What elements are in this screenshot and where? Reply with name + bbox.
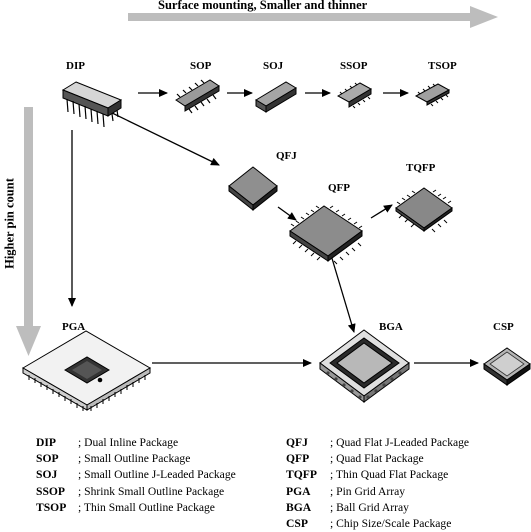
- label-bga: BGA: [379, 321, 403, 333]
- label-csp: CSP: [493, 321, 514, 333]
- vertical-axis-arrow: [16, 107, 41, 356]
- horizontal-axis-arrow: [128, 6, 498, 28]
- label-qfj: QFJ: [276, 150, 297, 162]
- legend-abbreviation: SOJ: [36, 468, 58, 482]
- legend-row: PGA ; Pin Grid Array: [286, 484, 526, 500]
- legend-definition: ; Chip Size/Scale Package: [330, 516, 452, 530]
- legend-row: QFJ ; Quad Flat J-Leaded Package: [286, 435, 526, 451]
- arrow-qfp-to-bga: [330, 254, 356, 333]
- legend-abbreviation: DIP: [36, 436, 56, 449]
- legend-row: SOJ ; Small Outline J-Leaded Package: [36, 467, 286, 483]
- legend-row: QFP ; Quad Flat Package: [286, 451, 526, 467]
- legend-definition: ; Small Outline Package: [78, 452, 191, 466]
- legend-definition: ; Pin Grid Array: [330, 484, 406, 498]
- legend-definition: ; Dual Inline Package: [78, 436, 179, 449]
- label-tsop: TSOP: [428, 60, 457, 72]
- label-sop: SOP: [190, 60, 212, 72]
- ssop-package-icon: [336, 82, 373, 109]
- legend-definition: ; Small Outline J-Leaded Package: [78, 468, 236, 482]
- label-tqfp: TQFP: [406, 162, 436, 174]
- legend-row: BGA ; Ball Grid Array: [286, 500, 526, 516]
- legend-abbreviation: BGA: [286, 500, 312, 514]
- legend-definition: ; Thin Quad Flat Package: [330, 468, 449, 482]
- csp-package-icon: [483, 347, 531, 386]
- label-ssop: SSOP: [340, 60, 368, 72]
- arrow-dip-to-qfj: [105, 109, 220, 166]
- sop-package-icon: [175, 79, 220, 114]
- bga-package-icon: [319, 329, 410, 403]
- legend-abbreviation: TSOP: [36, 500, 67, 514]
- legend-abbreviation: QFP: [286, 452, 310, 466]
- legend-row: SSOP ; Shrink Small Outline Package: [36, 484, 286, 500]
- legend-definition: ; Ball Grid Array: [330, 500, 409, 514]
- label-soj: SOJ: [263, 60, 284, 72]
- qfp-package-icon: [289, 205, 363, 265]
- legend-abbreviation: PGA: [286, 484, 311, 498]
- legend-definition: ; Thin Small Outline Package: [78, 500, 215, 514]
- horizontal-axis-label: Surface mounting, Smaller and thinner: [158, 0, 368, 12]
- dip-package-icon: [61, 81, 123, 128]
- tsop-package-icon: [414, 83, 451, 107]
- label-pga: PGA: [62, 321, 86, 333]
- arrow-qfj-to-qfp: [277, 206, 297, 221]
- legend-row: CSP ; Chip Size/Scale Package: [286, 516, 526, 532]
- label-qfp: QFP: [328, 182, 350, 194]
- legend-row: DIP ; Dual Inline Package: [36, 435, 286, 451]
- vertical-axis-label: Higher pin count: [2, 178, 17, 269]
- legend-abbreviation: QFJ: [286, 436, 308, 449]
- legend-abbreviation: SSOP: [36, 484, 65, 498]
- legend-row: SOP ; Small Outline Package: [36, 451, 286, 467]
- legend-definition: ; Quad Flat Package: [330, 452, 424, 466]
- legend-definition: ; Quad Flat J-Leaded Package: [330, 436, 470, 449]
- legend-abbreviation: SOP: [36, 452, 59, 466]
- arrow-qfp-to-tqfp: [370, 204, 393, 219]
- tqfp-package-icon: [395, 187, 453, 233]
- label-dip: DIP: [66, 60, 85, 72]
- legend-definition: ; Shrink Small Outline Package: [78, 484, 225, 498]
- legend-row: TQFP ; Thin Quad Flat Package: [286, 467, 526, 483]
- legend-abbreviation: TQFP: [286, 468, 317, 482]
- legend-abbreviation: CSP: [286, 516, 308, 530]
- soj-package-icon: [255, 81, 297, 113]
- legend-row: TSOP ; Thin Small Outline Package: [36, 500, 286, 516]
- pga-package-icon: [22, 330, 151, 411]
- qfj-package-icon: [228, 166, 278, 212]
